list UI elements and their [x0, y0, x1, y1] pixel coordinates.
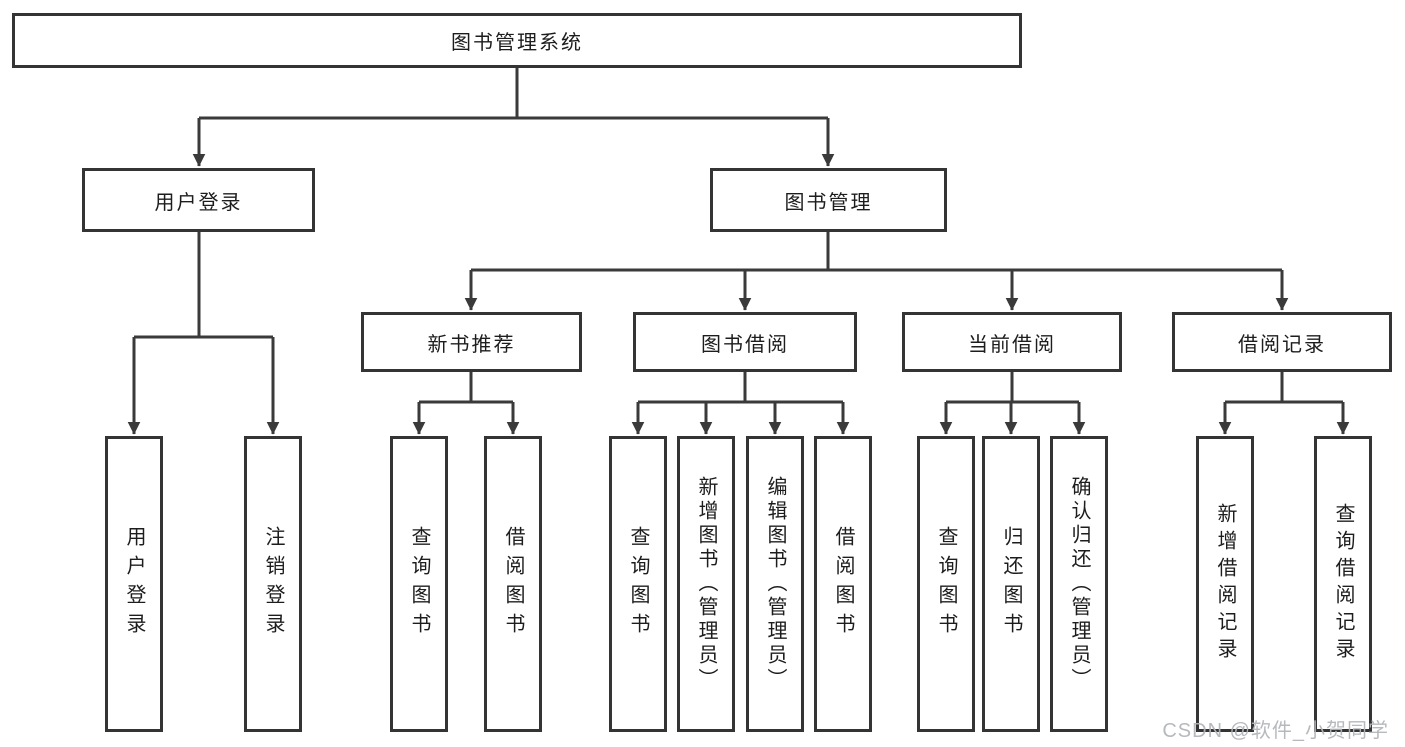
node-confirm-return-admin: 确认归还（管理员）: [1050, 436, 1108, 732]
node-label: 查询图书: [627, 526, 649, 642]
csdn-watermark: CSDN @软件_小贺同学: [1162, 720, 1389, 742]
node-label: 新增图书（管理员）: [695, 476, 717, 692]
node-borrow-books-recommend: 借阅图书: [484, 436, 542, 732]
node-label: 查询图书: [408, 526, 430, 642]
node-borrow-books-leaf: 借阅图书: [814, 436, 872, 732]
node-current-borrowing: 当前借阅: [902, 312, 1122, 372]
node-label: 查询借阅记录: [1332, 503, 1354, 665]
node-label: 确认归还（管理员）: [1068, 476, 1090, 692]
node-library-management-system: 图书管理系统: [12, 13, 1022, 68]
node-logout: 注销登录: [244, 436, 302, 732]
node-search-books-borrowing: 查询图书: [609, 436, 667, 732]
node-borrow-records: 借阅记录: [1172, 312, 1392, 372]
node-label: 借阅图书: [832, 526, 854, 642]
node-label: 注销登录: [262, 526, 284, 642]
node-search-books-current: 查询图书: [917, 436, 975, 732]
node-return-books: 归还图书: [982, 436, 1040, 732]
node-label: 新增借阅记录: [1214, 503, 1236, 665]
node-user-login-leaf: 用户登录: [105, 436, 163, 732]
node-label: 借阅图书: [502, 526, 524, 642]
node-search-books-recommend: 查询图书: [390, 436, 448, 732]
node-edit-books-admin: 编辑图书（管理员）: [746, 436, 804, 732]
node-label: 编辑图书（管理员）: [764, 476, 786, 692]
node-label: 查询图书: [935, 526, 957, 642]
node-add-books-admin: 新增图书（管理员）: [677, 436, 735, 732]
node-new-book-recommendation: 新书推荐: [361, 312, 582, 372]
node-user-login-module: 用户登录: [82, 168, 315, 232]
node-book-borrowing: 图书借阅: [633, 312, 857, 372]
node-label: 用户登录: [123, 526, 145, 642]
node-label: 归还图书: [1000, 526, 1022, 642]
node-search-borrow-record: 查询借阅记录: [1314, 436, 1372, 732]
node-book-management-module: 图书管理: [710, 168, 947, 232]
node-add-borrow-record: 新增借阅记录: [1196, 436, 1254, 732]
